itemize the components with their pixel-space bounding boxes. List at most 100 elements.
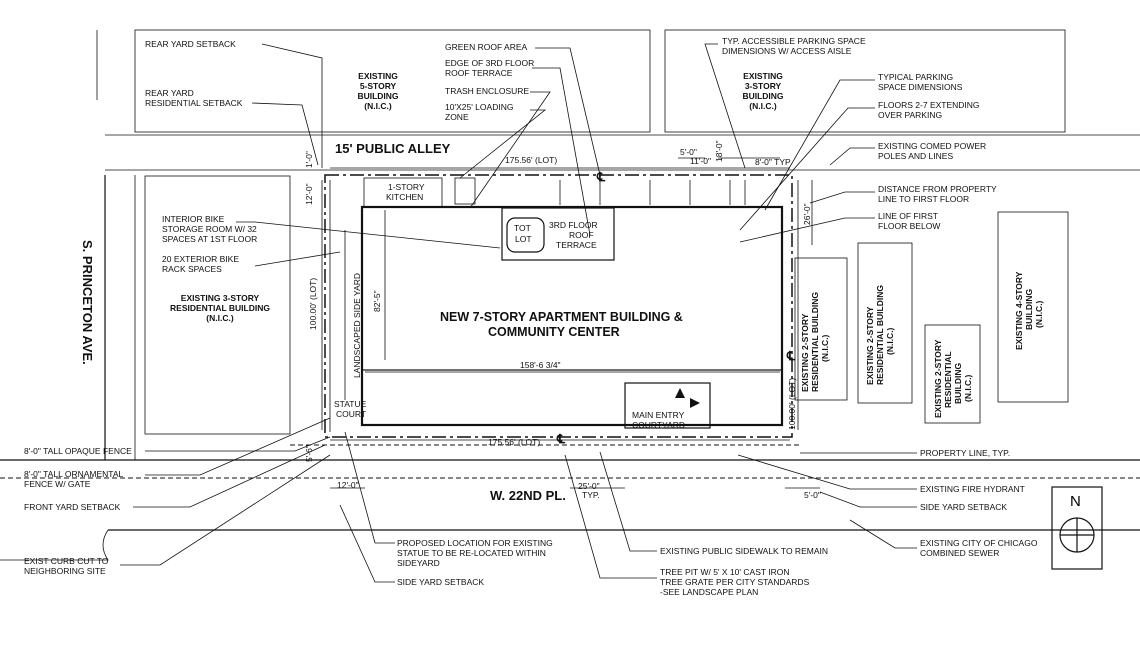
- statue-court-l1: STATUE: [334, 399, 367, 409]
- callout-statue-l1: PROPOSED LOCATION FOR EXISTING: [397, 538, 553, 548]
- dim-lot-top: 175.56' (LOT): [505, 155, 557, 165]
- callout-ornamental-l2: FENCE W/ GATE: [24, 479, 91, 489]
- ne-l4: (N.I.C.): [749, 101, 777, 111]
- callout-rear-yard-setback: REAR YARD SETBACK: [145, 39, 236, 49]
- callout-rear-yard-res-l1: REAR YARD: [145, 88, 194, 98]
- dim-lot-east: 100.00' (LOT): [787, 378, 797, 430]
- callout-side-setback-w: SIDE YARD SETBACK: [397, 577, 484, 587]
- dim-stall-5: 5'-0": [680, 147, 697, 157]
- existing-building-nw: [134, 29, 651, 133]
- callout-loading-l1: 10'X25' LOADING: [445, 102, 513, 112]
- tot-lot-l1: TOT: [514, 223, 531, 233]
- svg-text:℄: ℄: [786, 349, 796, 363]
- dim-bldg-depth: 82'-5": [372, 290, 382, 312]
- callout-ornamental-l1: 8'-0" TALL ORNAMENTAL: [24, 469, 124, 479]
- side-street-label: S. PRINCETON AVE.: [80, 240, 95, 365]
- callout-comed-l1: EXISTING COMED POWER: [878, 141, 986, 151]
- e3-l3: BUILDING: [953, 363, 963, 404]
- statue-court-l2: COURT: [336, 409, 366, 419]
- callout-bike-room-l1: INTERIOR BIKE: [162, 214, 225, 224]
- ne-l1: EXISTING: [743, 71, 783, 81]
- callout-statue-l3: SIDEYARD: [397, 558, 440, 568]
- svg-text:℄: ℄: [596, 170, 606, 184]
- callout-tree-pit-l3: -SEE LANDSCAPE PLAN: [660, 587, 758, 597]
- dim-stall-18: 18'-0": [714, 140, 724, 162]
- e2-l2: RESIDENTIAL BUILDING: [875, 285, 885, 385]
- north-arrow: [1051, 486, 1103, 570]
- e2-l3: (N.I.C.): [885, 327, 895, 355]
- callout-bike-rack-l1: 20 EXTERIOR BIKE: [162, 254, 239, 264]
- nw-l2: 5-STORY: [360, 81, 397, 91]
- callout-accessible-l1: TYP. ACCESSIBLE PARKING SPACE: [722, 36, 866, 46]
- callout-edge-terrace-l2: ROOF TERRACE: [445, 68, 513, 78]
- ne-building-label: EXISTING 3-STORY BUILDING (N.I.C.): [742, 71, 783, 111]
- landscaped-yard-label: LANDSCAPED SIDE YARD: [352, 273, 362, 378]
- callout-front-setback: FRONT YARD SETBACK: [24, 502, 121, 512]
- callout-side-setback-e: SIDE YARD SETBACK: [920, 502, 1007, 512]
- dim-stall-11: 11'-0": [690, 156, 711, 166]
- west-l2: RESIDENTIAL BUILDING: [170, 303, 270, 313]
- e1-l1: EXISTING 2-STORY: [800, 313, 810, 392]
- callout-opaque-fence: 8'-0" TALL OPAQUE FENCE: [24, 446, 132, 456]
- leader-lines: [120, 43, 917, 583]
- e3-l1: EXISTING 2-STORY: [933, 339, 943, 418]
- e2-building-label: EXISTING 2-STORY RESIDENTIAL BUILDING (N…: [865, 285, 895, 385]
- e3-l4: (N.I.C.): [963, 374, 973, 402]
- e4-l3: (N.I.C.): [1034, 300, 1044, 328]
- e1-l2: RESIDENTIAL BUILDING: [810, 292, 820, 392]
- callout-edge-terrace-l1: EDGE OF 3RD FLOOR: [445, 58, 534, 68]
- callout-typical-parking-l1: TYPICAL PARKING: [878, 72, 953, 82]
- callout-distance-l1: DISTANCE FROM PROPERTY: [878, 184, 997, 194]
- kitchen-l2: KITCHEN: [386, 192, 423, 202]
- north-label: N: [1070, 493, 1081, 510]
- callout-sidewalk: EXISTING PUBLIC SIDEWALK TO REMAIN: [660, 546, 828, 556]
- callout-line-first-l2: FLOOR BELOW: [878, 221, 940, 231]
- callout-loading-l2: ZONE: [445, 112, 469, 122]
- nw-l1: EXISTING: [358, 71, 398, 81]
- existing-building-e4: [997, 211, 1069, 403]
- dim-rear-12: 12'-0": [304, 183, 314, 205]
- callout-comed-l2: POLES AND LINES: [878, 151, 953, 161]
- west-building-label: EXISTING 3-STORY RESIDENTIAL BUILDING (N…: [170, 293, 270, 323]
- e4-l2: BUILDING: [1024, 289, 1034, 330]
- dim-tree-25: 25'-0": [578, 481, 600, 491]
- main-building-line1: NEW 7-STORY APARTMENT BUILDING &: [440, 310, 683, 324]
- dim-east-26: 26'-0": [802, 203, 812, 225]
- front-street-label: W. 22ND PL.: [490, 488, 566, 503]
- existing-building-e2: [857, 242, 913, 404]
- callout-property-line: PROPERTY LINE, TYP.: [920, 448, 1010, 458]
- nw-building-label: EXISTING 5-STORY BUILDING (N.I.C.): [357, 71, 398, 111]
- callout-green-roof: GREEN ROOF AREA: [445, 42, 528, 52]
- callout-hydrant: EXISTING FIRE HYDRANT: [920, 484, 1025, 494]
- existing-building-west: [144, 175, 291, 435]
- callout-typical-parking-l2: SPACE DIMENSIONS: [878, 82, 963, 92]
- roof-terrace-l2: ROOF: [569, 230, 594, 240]
- dim-alley: 1'-0": [304, 151, 314, 168]
- existing-building-e3: [924, 324, 981, 424]
- e1-building-label: EXISTING 2-STORY RESIDENTIAL BUILDING (N…: [800, 292, 830, 392]
- callout-statue-l2: STATUE TO BE RE-LOCATED WITHIN: [397, 548, 546, 558]
- callout-tree-pit-l2: TREE GRATE PER CITY STANDARDS: [660, 577, 810, 587]
- nw-l4: (N.I.C.): [364, 101, 392, 111]
- callout-tree-pit-l1: TREE PIT W/ 5' X 10' CAST IRON: [660, 567, 790, 577]
- e3-building-label: EXISTING 2-STORY RESIDENTIAL BUILDING (N…: [933, 339, 973, 418]
- dim-front-5-6: 5'-6": [304, 445, 314, 462]
- e1-l3: (N.I.C.): [820, 334, 830, 362]
- tot-lot-l2: LOT: [515, 234, 532, 244]
- roof-terrace-l3: TERRACE: [556, 240, 597, 250]
- entry-l2: COURTYARD: [632, 420, 685, 430]
- callout-trash: TRASH ENCLOSURE: [445, 86, 529, 96]
- callout-sewer-l2: COMBINED SEWER: [920, 548, 999, 558]
- dim-side-12: 12'-0": [337, 480, 359, 490]
- svg-text:℄: ℄: [556, 432, 566, 446]
- main-building-line2: COMMUNITY CENTER: [488, 325, 620, 339]
- ne-l3: BUILDING: [742, 91, 783, 101]
- callout-bike-room-l2: STORAGE ROOM W/ 32: [162, 224, 257, 234]
- dim-typ: TYP.: [582, 490, 600, 500]
- existing-building-ne: [664, 29, 1066, 133]
- nw-l3: BUILDING: [357, 91, 398, 101]
- callout-curb-cut-l1: EXIST CURB CUT TO: [24, 556, 109, 566]
- dim-stall-8: 8'-0" TYP: [755, 157, 791, 167]
- parking-stalls: [454, 177, 746, 205]
